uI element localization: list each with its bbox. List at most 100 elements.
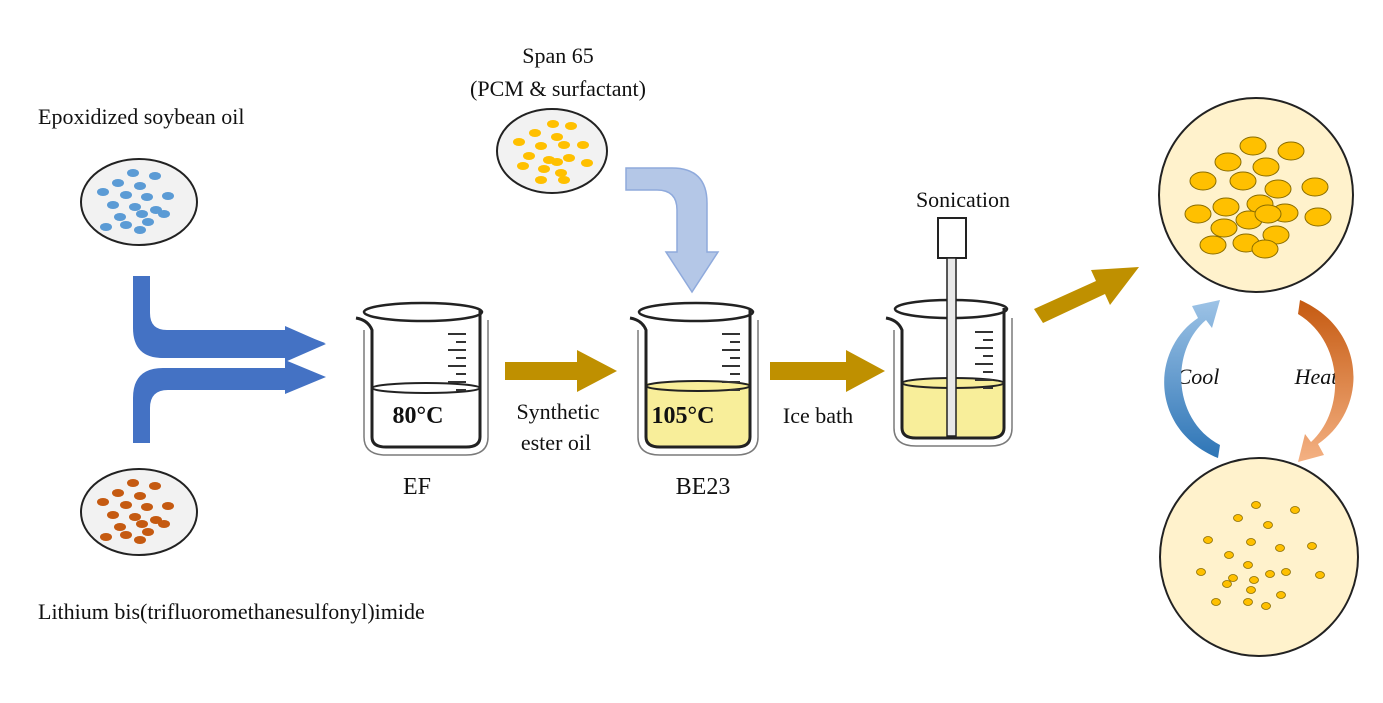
graduation-marks-be23 (722, 333, 740, 391)
small-droplet (1290, 506, 1300, 514)
yellow-particle (513, 138, 525, 146)
span-dish (496, 108, 608, 194)
blue-particle (100, 223, 112, 231)
liquid-ef (372, 383, 480, 447)
arrow-head-lower (285, 360, 326, 394)
large-droplet (1264, 179, 1292, 199)
small-droplet (1315, 571, 1325, 579)
cool-arrow (1164, 300, 1220, 458)
beaker-be23: 105°C (629, 301, 759, 456)
orange-particles (97, 479, 174, 544)
yellow-particle (565, 122, 577, 130)
blue-particles (97, 169, 174, 234)
large-yellow-droplets (1184, 136, 1332, 259)
small-droplet (1276, 591, 1286, 599)
yellow-particle (551, 158, 563, 166)
small-droplet (1246, 538, 1256, 546)
yellow-particle (555, 169, 567, 177)
label-synthetic: Synthetic (516, 399, 599, 424)
yellow-particle (517, 162, 529, 170)
temp-ef: 80°C (393, 403, 444, 429)
sonication-probe-head (937, 217, 967, 259)
yellow-particle (563, 154, 575, 162)
blue-particle (97, 188, 109, 196)
blue-particle (129, 203, 141, 211)
heat-arrow (1298, 300, 1354, 462)
blue-particle (134, 226, 146, 234)
small-droplet (1275, 544, 1285, 552)
orange-particle (127, 479, 139, 487)
blue-particle (114, 213, 126, 221)
small-droplet (1233, 514, 1243, 522)
orange-particle (107, 511, 119, 519)
arrow-ice-bath (770, 350, 885, 392)
graduation-marks-ef (448, 333, 466, 391)
yellow-particle (558, 176, 570, 184)
orange-particle (134, 492, 146, 500)
orange-particle (158, 520, 170, 528)
label-be23: BE23 (676, 474, 731, 500)
large-droplet (1189, 171, 1217, 191)
yellow-particle (577, 141, 589, 149)
large-droplet (1214, 152, 1242, 172)
blue-particle (112, 179, 124, 187)
large-droplet (1212, 197, 1240, 217)
label-ester-oil: ester oil (521, 430, 591, 455)
small-droplet (1203, 536, 1213, 544)
small-droplet (1251, 501, 1261, 509)
orange-particle (136, 520, 148, 528)
large-droplet (1199, 235, 1227, 255)
beaker-ef: 80°C (355, 301, 489, 456)
liquid-be23 (646, 383, 750, 447)
large-droplet (1239, 136, 1267, 156)
yellow-particle (523, 152, 535, 160)
arrow-from-esbo-bend (133, 276, 285, 358)
blue-particle (134, 182, 146, 190)
blue-particle (142, 218, 154, 226)
cooled-state-circle (1159, 457, 1359, 657)
orange-particle (134, 536, 146, 544)
blue-particle (127, 169, 139, 177)
blue-particle (141, 193, 153, 201)
beaker-sonication (885, 217, 1013, 447)
yellow-particle (558, 141, 570, 149)
yellow-particle (535, 142, 547, 150)
orange-particle (149, 482, 161, 490)
yellow-particle (529, 129, 541, 137)
orange-particle (120, 531, 132, 539)
small-droplet (1224, 551, 1234, 559)
temp-be23: 105°C (652, 403, 715, 429)
blue-particle (120, 191, 132, 199)
orange-particle (120, 501, 132, 509)
arrow-head-upper (285, 326, 326, 362)
orange-particle (100, 533, 112, 541)
label-sonication: Sonication (916, 187, 1010, 212)
label-ef: EF (403, 474, 431, 500)
label-litfsi: Lithium bis(trifluoromethanesulfonyl)imi… (38, 599, 425, 624)
large-droplet (1184, 204, 1212, 224)
label-ice-bath: Ice bath (783, 403, 853, 428)
yellow-particles (513, 120, 593, 184)
merge-arrows (133, 276, 326, 443)
small-droplet (1307, 542, 1317, 550)
label-cool: Cool (1177, 364, 1220, 389)
arrow-synthetic (505, 350, 617, 392)
litfsi-dish (80, 468, 198, 556)
small-droplet (1281, 568, 1291, 576)
small-droplet (1246, 586, 1256, 594)
small-droplet (1261, 602, 1271, 610)
orange-particle (114, 523, 126, 531)
orange-particle (129, 513, 141, 521)
yellow-particle (581, 159, 593, 167)
small-droplet (1243, 598, 1253, 606)
yellow-particle (551, 133, 563, 141)
blue-particle (158, 210, 170, 218)
graduation-marks-sonication (975, 331, 993, 389)
orange-particle (112, 489, 124, 497)
blue-particle (136, 210, 148, 218)
large-droplet (1251, 239, 1279, 259)
large-droplet (1277, 141, 1305, 161)
small-droplet (1228, 574, 1238, 582)
blue-particle (107, 201, 119, 209)
